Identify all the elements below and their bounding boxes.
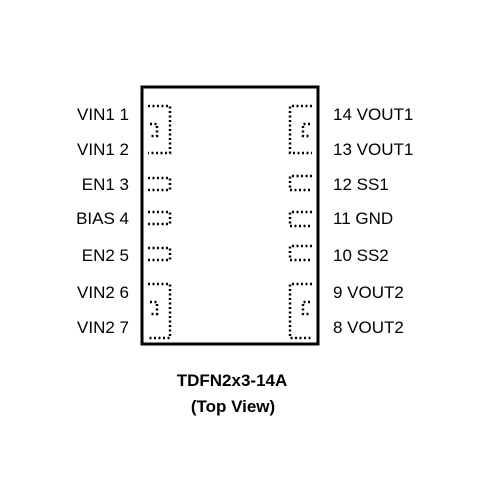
package-name: TDFN2x3-14A bbox=[177, 371, 288, 390]
pin-label-8: 8 VOUT2 bbox=[333, 318, 404, 337]
pin-label-1: VIN1 1 bbox=[77, 105, 129, 124]
pin-pad-9-8 bbox=[288, 282, 312, 340]
pin-pad-6-7 bbox=[148, 282, 172, 340]
pin-label-6: VIN2 6 bbox=[77, 283, 129, 302]
pin-pad-3 bbox=[148, 176, 172, 192]
package-outline bbox=[140, 85, 320, 346]
left-pin-labels: VIN1 1 VIN1 2 EN1 3 BIAS 4 EN2 5 VIN2 6 … bbox=[76, 105, 129, 337]
right-pin-labels: 14 VOUT1 13 VOUT1 12 SS1 11 GND 10 SS2 9… bbox=[333, 105, 413, 337]
pin-label-14: 14 VOUT1 bbox=[333, 105, 413, 124]
pin-label-12: 12 SS1 bbox=[333, 175, 389, 194]
pin-pad-14-13 bbox=[288, 104, 312, 155]
pin-label-3: EN1 3 bbox=[82, 175, 129, 194]
pin-label-4: BIAS 4 bbox=[76, 209, 129, 228]
package-view: (Top View) bbox=[191, 397, 275, 416]
pin-label-9: 9 VOUT2 bbox=[333, 283, 404, 302]
pin-pad-10 bbox=[288, 244, 312, 262]
pin-label-10: 10 SS2 bbox=[333, 246, 389, 265]
pin-label-7: VIN2 7 bbox=[77, 318, 129, 337]
pin-label-2: VIN1 2 bbox=[77, 140, 129, 159]
pin-pad-5 bbox=[148, 246, 172, 262]
pin-pad-4 bbox=[148, 210, 172, 226]
pin-pad-12 bbox=[288, 174, 312, 192]
pin-pad-1-2 bbox=[148, 104, 172, 155]
pin-label-13: 13 VOUT1 bbox=[333, 140, 413, 159]
pin-pad-11 bbox=[288, 210, 312, 228]
pin-label-11: 11 GND bbox=[333, 209, 393, 228]
left-pin-pads bbox=[148, 104, 172, 340]
right-pin-pads bbox=[288, 104, 312, 340]
pin-label-5: EN2 5 bbox=[82, 246, 129, 265]
